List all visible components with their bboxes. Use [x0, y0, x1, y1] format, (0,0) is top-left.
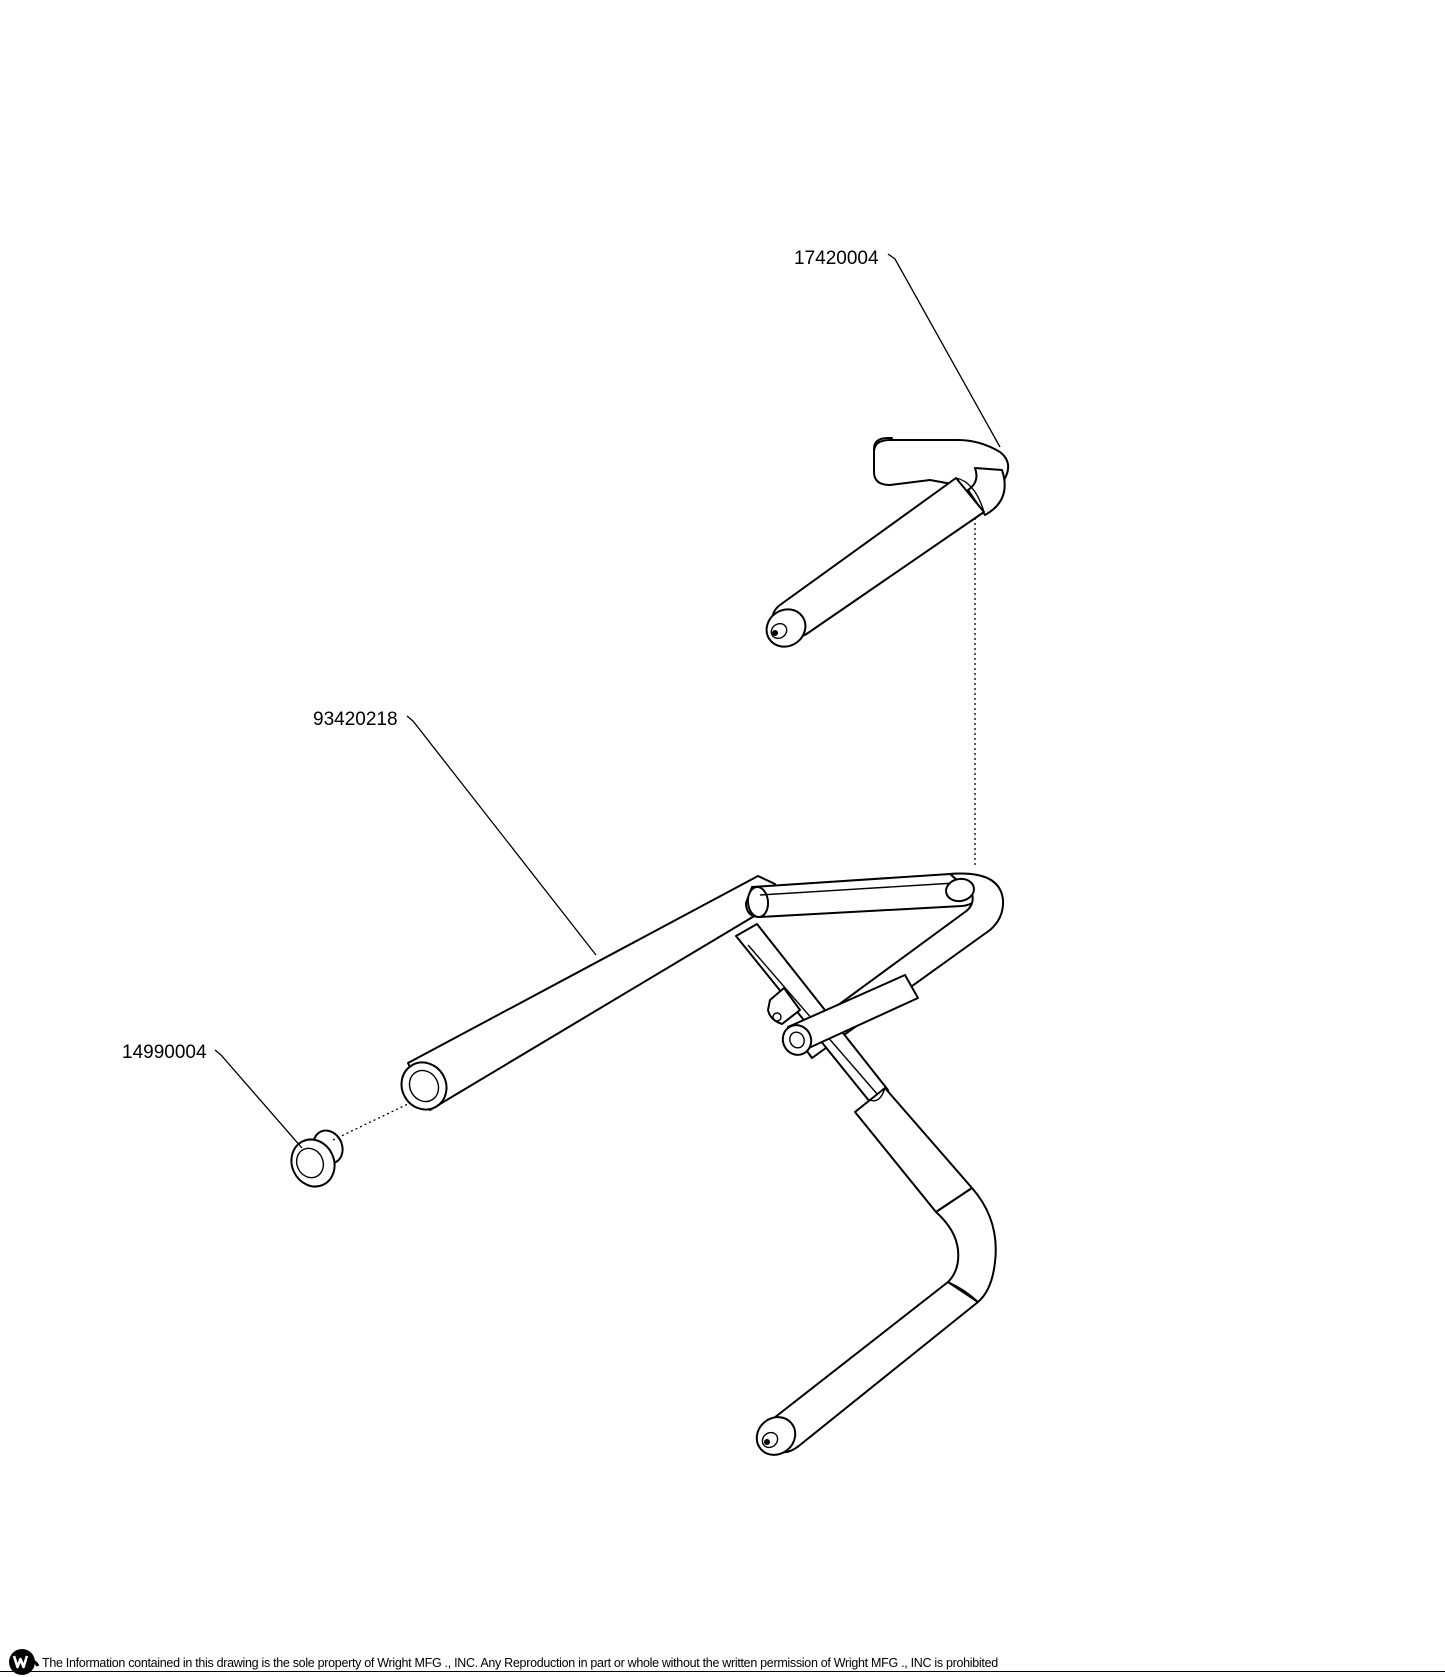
part-number-label: 17420004 — [794, 248, 879, 269]
leader-14990004 — [214, 1049, 303, 1149]
grip-17420004 — [765, 437, 1010, 648]
leader-93420218 — [406, 715, 597, 956]
part-number-label: 14990004 — [122, 1042, 207, 1063]
leader-17420004 — [887, 253, 1001, 448]
company-logo-icon — [9, 1649, 40, 1675]
footer: The Information contained in this drawin… — [0, 1646, 1445, 1677]
proprietary-notice: The Information contained in this drawin… — [42, 1656, 998, 1670]
assembly-line-plug — [332, 1102, 411, 1141]
footer-rule — [0, 1671, 1445, 1672]
part-number-label: 93420218 — [313, 709, 398, 730]
handle-frame-assembly — [400, 872, 1005, 1456]
plug-14990004 — [290, 1129, 344, 1188]
